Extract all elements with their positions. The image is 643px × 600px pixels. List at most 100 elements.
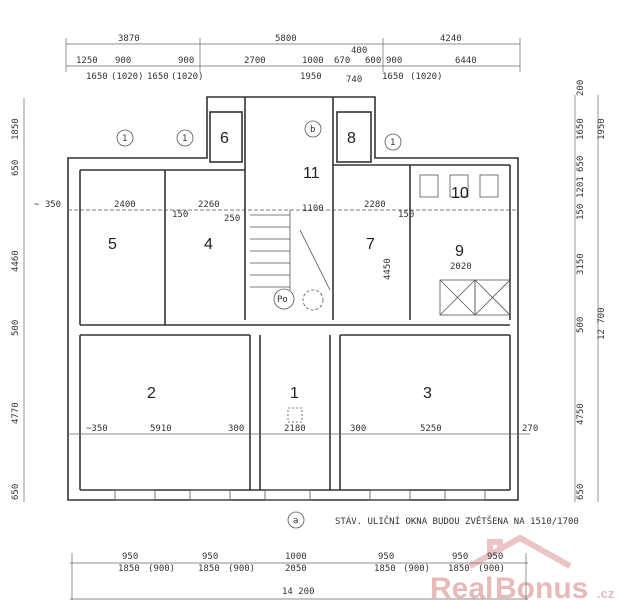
dim: 2700	[244, 56, 266, 66]
dim: ~350	[86, 424, 108, 434]
dim: 1850	[448, 564, 470, 574]
dim: 2260	[198, 200, 220, 210]
dim: 950	[122, 552, 138, 562]
right-dimensions: 200 1650 650 1201 150 3150 500 4750 650 …	[574, 80, 607, 502]
dim: 2400	[114, 200, 136, 210]
dim: 900	[386, 56, 402, 66]
dim: 5800	[275, 34, 297, 44]
room-4: 4	[204, 236, 213, 253]
dim-note: ~ 350	[34, 200, 61, 210]
dim: 3150	[576, 253, 586, 275]
room-3: 3	[423, 385, 432, 402]
dim: 1850	[11, 118, 21, 140]
room-5: 5	[108, 236, 117, 253]
dim-total: 14 200	[282, 587, 315, 597]
dim: 950	[452, 552, 468, 562]
dim: 1250	[76, 56, 98, 66]
dim: 6440	[455, 56, 477, 66]
dim: (900)	[478, 564, 505, 574]
dim: (900)	[228, 564, 255, 574]
dim: 600	[365, 56, 381, 66]
marker-a: a	[293, 516, 298, 526]
dim: (1020)	[111, 72, 144, 82]
dim: 270	[522, 424, 538, 434]
dim: (900)	[403, 564, 430, 574]
room-10: 10	[451, 185, 469, 202]
watermark-tld: .cz	[597, 586, 615, 600]
dim: 950	[487, 552, 503, 562]
dim: 150	[398, 210, 414, 220]
room-2: 2	[147, 385, 156, 402]
dim: 1100	[302, 204, 324, 214]
window-marker: 1	[390, 138, 395, 148]
room-6: 6	[220, 130, 229, 147]
dim: 400	[351, 46, 367, 56]
dim: 900	[178, 56, 194, 66]
bottom-dimensions: 950 950 1000 950 950 950 1850 (900) 1850…	[70, 552, 528, 600]
dim: 5250	[420, 424, 442, 434]
dim: 1850	[118, 564, 140, 574]
dim: 900	[115, 56, 131, 66]
dim: 1000	[285, 552, 307, 562]
room-11: 11	[303, 165, 320, 182]
building-walls	[67, 96, 519, 501]
windows-note: STÁV. ULIČNÍ OKNA BUDOU ZVĚTŠENA NA 1510…	[335, 515, 579, 527]
dim: 4750	[576, 403, 586, 425]
dim: 740	[346, 75, 362, 85]
dim: 650	[576, 156, 586, 172]
dim: 4240	[440, 34, 462, 44]
dim: 1000	[302, 56, 324, 66]
room-labels: 5 4 6 8 11 7 10 9 2 1 3	[108, 130, 469, 402]
dim: (1020)	[410, 72, 443, 82]
dim: (1020)	[171, 72, 204, 82]
top-dimensions: 3870 5800 4240 1250 900 900 2700 1000 67…	[65, 34, 521, 85]
room-9: 9	[455, 243, 464, 260]
dim: 4450	[383, 258, 393, 280]
dim: 1650	[576, 118, 586, 140]
dim: 1850	[374, 564, 396, 574]
window-marker: 1	[122, 134, 127, 144]
dim: 250	[224, 214, 240, 224]
watermark-real: Real	[430, 572, 493, 600]
room-8: 8	[347, 130, 356, 147]
dim: 200	[576, 80, 586, 96]
dim: 300	[228, 424, 244, 434]
markers: 1 1 1 b Po a	[116, 120, 402, 529]
dim: 2280	[364, 200, 386, 210]
watermark-bonus: Bonus	[495, 572, 588, 600]
dim: 2020	[450, 262, 472, 272]
dim: 950	[378, 552, 394, 562]
dim: 1950	[300, 72, 322, 82]
dim: 4460	[11, 250, 21, 272]
dim: 150	[172, 210, 188, 220]
dim: (900)	[148, 564, 175, 574]
marker-b: b	[310, 125, 315, 135]
dim: 5910	[150, 424, 172, 434]
dim: 12 700	[597, 307, 607, 340]
watermark-logo: Real Bonus .cz	[430, 534, 615, 600]
dim: 650	[11, 484, 21, 500]
marker-po: Po	[277, 295, 288, 305]
room-1: 1	[290, 385, 299, 402]
dim: 4770	[11, 402, 21, 424]
dim: 1850	[198, 564, 220, 574]
window-marker: 1	[182, 134, 187, 144]
dim: 1950	[597, 118, 607, 140]
dim: 1201	[576, 176, 586, 198]
dim: 650	[11, 160, 21, 176]
dim: 2050	[285, 564, 307, 574]
dim: 650	[576, 484, 586, 500]
dim: 2180	[284, 424, 306, 434]
room-7: 7	[366, 236, 375, 253]
dim: 950	[202, 552, 218, 562]
dim: 1650	[147, 72, 169, 82]
dim: 3870	[118, 34, 140, 44]
dim: 300	[350, 424, 366, 434]
dim: 500	[576, 317, 586, 333]
dim: 670	[334, 56, 350, 66]
dim: 1650	[382, 72, 404, 82]
left-dimensions: 1850 650 4460 500 4770 650 ~ 350	[11, 98, 61, 502]
dim: 500	[11, 320, 21, 336]
dim: 150	[576, 204, 586, 220]
